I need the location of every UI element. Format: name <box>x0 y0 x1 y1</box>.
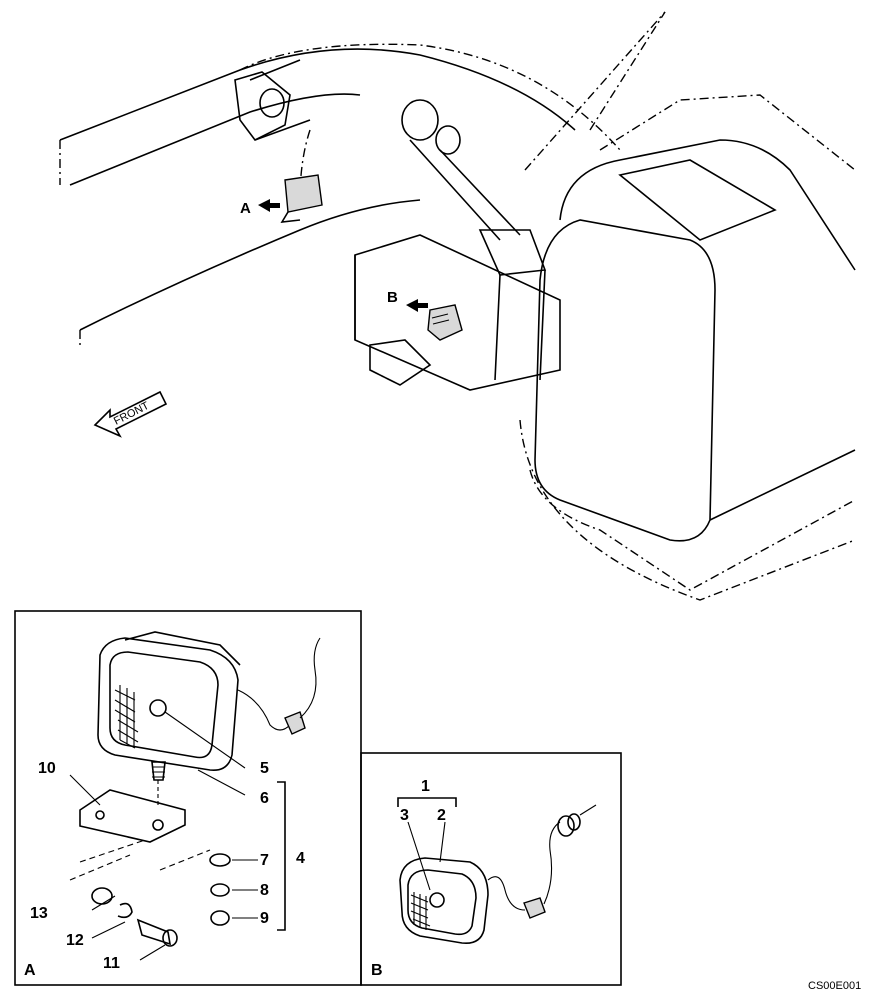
part-number-8: 8 <box>260 882 269 899</box>
part-number-7: 7 <box>260 852 269 869</box>
part-number-3: 3 <box>400 807 409 824</box>
work-light-a <box>97 631 321 781</box>
callout-b-location: B <box>387 289 463 341</box>
detail-b-panel: B 1 2 3 <box>360 752 622 986</box>
callout-a-label: A <box>240 200 251 217</box>
work-light-b <box>399 804 597 945</box>
part-number-13: 13 <box>30 905 48 922</box>
part-number-2: 2 <box>437 807 446 824</box>
part-number-5: 5 <box>260 760 269 777</box>
figure-code: CS00E001 <box>808 980 861 992</box>
part-number-12: 12 <box>66 932 84 949</box>
machine-overview: A B FRONT <box>59 11 856 601</box>
detail-a-label: A <box>24 962 36 979</box>
callout-b-label: B <box>387 289 398 306</box>
detail-b-label: B <box>371 962 383 979</box>
part-number-4: 4 <box>296 850 305 867</box>
part-number-11: 11 <box>103 955 120 972</box>
part-number-6: 6 <box>260 790 269 807</box>
part-number-9: 9 <box>260 910 269 927</box>
detail-a-panel: A <box>14 610 362 986</box>
front-direction-arrow: FRONT <box>93 390 168 438</box>
callout-a-location: A <box>240 174 323 223</box>
part-number-1: 1 <box>421 778 430 795</box>
part-number-10: 10 <box>38 760 56 777</box>
